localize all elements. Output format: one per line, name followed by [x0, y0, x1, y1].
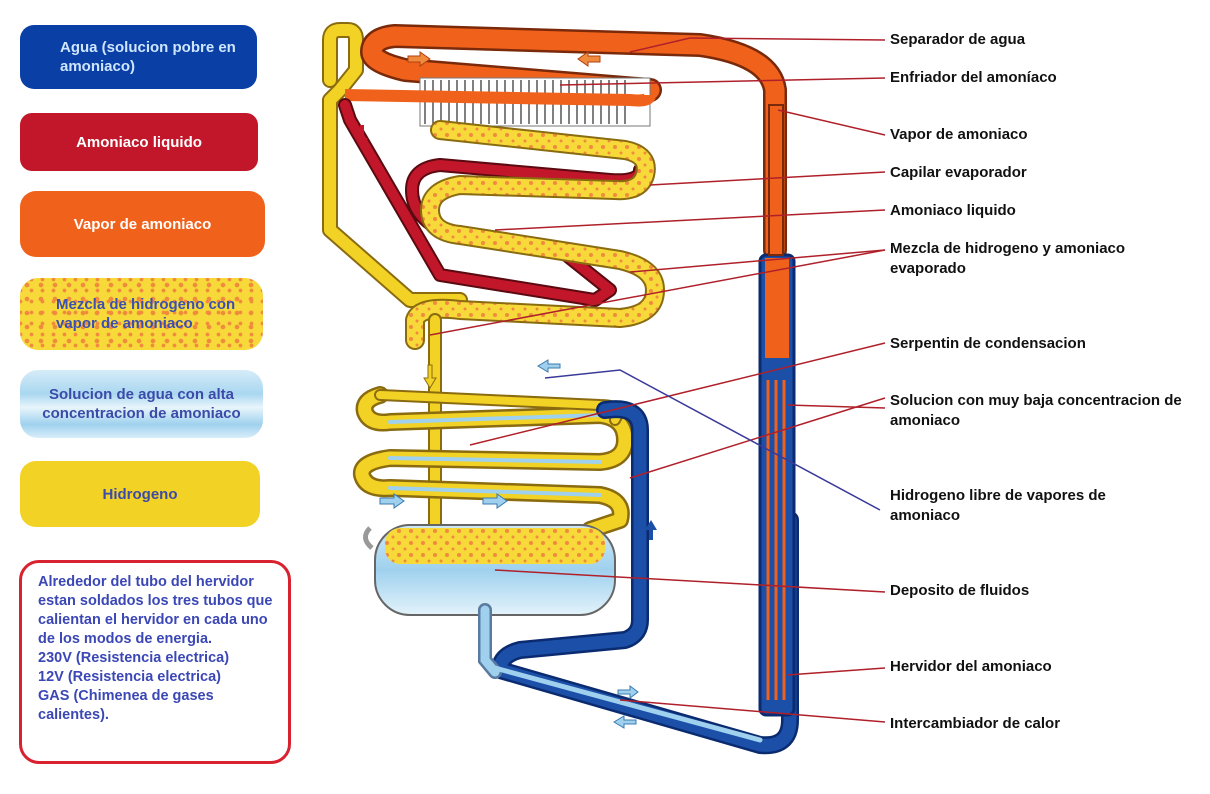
fluid-deposit [363, 524, 616, 616]
leader-lines [429, 37, 886, 723]
yellow-down-arrow [423, 364, 437, 389]
label-mezcla: Mezcla de hidrogeno y amoniaco evaporado [890, 240, 1126, 277]
leader-solucion-2 [786, 404, 886, 409]
legend-amoniaco-liquido: Amoniaco liquido [20, 113, 258, 171]
leader-deposito [494, 569, 886, 593]
leader-separador [629, 37, 691, 53]
label-enfriador: Enfriador del amoníaco [890, 69, 1057, 86]
label-solucion-baja: Solucion con muy baja concentracion de a… [890, 392, 1182, 429]
flow-arrows [407, 51, 601, 67]
label-separador: Separador de agua [890, 31, 1026, 48]
weak-solution-pipe [491, 400, 799, 755]
label-hervidor: Hervidor del amoniaco [890, 658, 1052, 675]
legend-hidrogeno-label: Hidrogeno [102, 485, 178, 503]
label-deposito: Deposito de fluidos [890, 582, 1030, 599]
leader-mezcla-2 [429, 249, 886, 336]
leader-solucion-1 [629, 397, 886, 479]
cooler-fins [344, 77, 656, 127]
evaporator-coil [405, 120, 665, 350]
leader-enfriador [559, 77, 886, 86]
legend-vapor-amoniaco-label: Vapor de amoniaco [73, 215, 212, 233]
legend-hidrogeno: Hidrogeno [20, 461, 260, 527]
blue-up-arrow [645, 520, 657, 540]
leader-hidrogeno-libre [544, 369, 881, 511]
red-down-arrow [356, 125, 368, 146]
leader-hervidor [786, 667, 886, 676]
note-line-230v: 230V (Resistencia electrica) [38, 650, 230, 666]
label-intercambiador: Intercambiador de calor [890, 715, 1061, 732]
leader-separador-ext [689, 37, 886, 41]
legend-amoniaco-liquido-label: Amoniaco liquido [76, 133, 202, 151]
leader-vapor [777, 109, 886, 136]
legend-mezcla-label: Mezcla de hidrogeno con vapor de amoniac… [56, 296, 236, 332]
note-text: Alrededor del tubo del hervidor estan so… [38, 574, 277, 647]
legend-mezcla: Mezcla de hidrogeno con vapor de amoniac… [20, 278, 263, 350]
condensation-coil [352, 386, 634, 539]
separator-pipe [360, 24, 787, 262]
deposit-outlet-pipe [478, 603, 502, 679]
legend-solucion: Solucion de agua con alta concentracion … [20, 370, 263, 438]
note-box: Alrededor del tubo del hervidor estan so… [19, 560, 291, 764]
label-vapor: Vapor de amoniaco [890, 126, 1028, 143]
label-serpentin: Serpentin de condensacion [890, 335, 1086, 352]
leader-serpentin [469, 342, 886, 446]
leader-mezcla-1 [629, 249, 886, 273]
legend-agua-label: Agua (solucion pobre en amoniaco) [60, 39, 236, 75]
heat-exchanger [492, 665, 763, 743]
hydrogen-pipe [322, 22, 468, 308]
label-amoniaco-liquido: Amoniaco liquido [890, 202, 1016, 219]
leader-intercambiador [619, 699, 886, 723]
boiler [758, 104, 796, 717]
label-hidrogeno-libre: Hidrogeno libre de vapores de amoniaco [890, 487, 1106, 524]
legend-agua: Agua (solucion pobre en amoniaco) [20, 25, 257, 89]
direction-arrows-blue [379, 359, 639, 729]
label-capilar: Capilar evaporador [890, 164, 1027, 181]
leader-lines-blue [544, 369, 881, 511]
note-line-gas: GAS (Chimenea de gases calientes). [38, 688, 218, 723]
leader-capilar [649, 171, 886, 186]
note-line-12v: 12V (Resistencia electrica) [38, 669, 221, 685]
leader-amoniaco-liquido [494, 209, 886, 231]
legend-solucion-label: Solucion de agua con alta concentracion … [42, 386, 241, 422]
legend-vapor-amoniaco: Vapor de amoniaco [20, 191, 265, 257]
